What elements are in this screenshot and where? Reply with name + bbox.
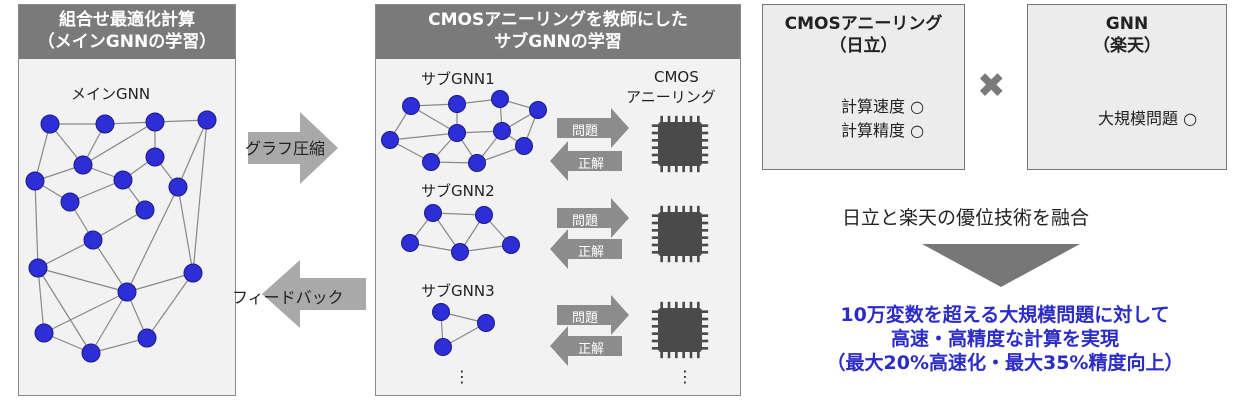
rakuten-box-title-line1: GNN bbox=[1105, 14, 1149, 34]
sub-gnn1-nodes bbox=[381, 90, 547, 172]
sub-gnn2-label: サブGNN2 bbox=[421, 182, 495, 200]
rakuten-box-title: GNN （楽天） bbox=[1028, 13, 1226, 57]
cmos-chip-icon-1 bbox=[651, 115, 709, 173]
sub-gnn-panel-title-line1: CMOSアニーリングを教師にした bbox=[428, 10, 688, 30]
main-gnn-nodes bbox=[25, 110, 217, 363]
result-line3: （最大20%高速化・最大35%精度向上） bbox=[826, 352, 1184, 374]
sub-gnn1-label: サブGNN1 bbox=[421, 70, 495, 88]
rakuten-box: GNN （楽天） 大規模問題 ○ bbox=[1027, 4, 1227, 170]
ellipsis-right: ⋮ bbox=[677, 367, 693, 386]
rakuten-box-title-line2: （楽天） bbox=[1093, 36, 1161, 56]
sub-gnn2-nodes bbox=[401, 204, 520, 261]
answer-arrow-3 bbox=[550, 326, 622, 366]
main-gnn-panel-title-line1: 組合せ最適化計算 bbox=[59, 10, 195, 30]
main-gnn-label: メインGNN bbox=[71, 85, 151, 103]
answer-label-3: 正解 bbox=[578, 342, 605, 357]
main-gnn-panel-header: 組合せ最適化計算 （メインGNNの学習） bbox=[19, 5, 235, 59]
answer-label-2: 正解 bbox=[578, 245, 605, 260]
hitachi-feature-speed: 計算速度 ○ bbox=[841, 97, 925, 116]
rakuten-feature-scale: 大規模問題 ○ bbox=[1098, 109, 1198, 128]
main-gnn-panel-title-line2: （メインGNNの学習） bbox=[37, 32, 217, 52]
problem-label-2: 問題 bbox=[572, 214, 599, 229]
hitachi-box: CMOSアニーリング （日立） 計算速度 ○ 計算精度 ○ bbox=[762, 4, 965, 170]
result-text: 10万変数を超える大規模問題に対して 高速・高精度な計算を実現 （最大20%高速… bbox=[770, 303, 1240, 375]
problem-label-1: 問題 bbox=[572, 124, 599, 139]
hitachi-box-title-line2: （日立） bbox=[829, 36, 898, 56]
cmos-label-line2: アニーリング bbox=[626, 88, 716, 106]
sub-gnn3-label: サブGNN3 bbox=[421, 282, 495, 300]
compress-label: グラフ圧縮 bbox=[245, 139, 326, 158]
cmos-chip-icon-2 bbox=[651, 205, 709, 263]
problem-answer-arrows bbox=[550, 108, 629, 366]
result-line1: 10万変数を超える大規模問題に対して bbox=[840, 304, 1170, 326]
cmos-chip-icon-3 bbox=[651, 301, 709, 359]
problem-arrow-3 bbox=[557, 295, 629, 335]
hitachi-feature-accuracy: 計算精度 ○ bbox=[841, 121, 925, 140]
answer-arrow-1 bbox=[550, 141, 622, 181]
sub-gnn-panel-header: CMOSアニーリングを教師にした サブGNNの学習 bbox=[376, 5, 740, 59]
problem-label-3: 問題 bbox=[572, 311, 599, 326]
problem-arrow-2 bbox=[557, 198, 629, 238]
hitachi-box-title-line1: CMOSアニーリング bbox=[784, 14, 943, 34]
problem-arrow-1 bbox=[557, 108, 629, 148]
feedback-arrow bbox=[262, 260, 366, 328]
cmos-label-line1: CMOS bbox=[654, 68, 699, 86]
sub-gnn-panel-title-line2: サブGNNの学習 bbox=[494, 32, 622, 52]
sub-gnn3-nodes bbox=[432, 303, 495, 356]
sub-gnn-panel: CMOSアニーリングを教師にした サブGNNの学習 bbox=[375, 4, 741, 396]
times-icon: ✖ bbox=[977, 66, 1006, 106]
ellipsis-left: ⋮ bbox=[454, 367, 470, 386]
fusion-text: 日立と楽天の優位技術を融合 bbox=[842, 207, 1090, 229]
answer-label-1: 正解 bbox=[578, 157, 605, 172]
result-down-arrow bbox=[922, 244, 1080, 287]
hitachi-box-title: CMOSアニーリング （日立） bbox=[763, 13, 964, 57]
main-gnn-graph bbox=[34, 119, 208, 354]
answer-arrow-2 bbox=[550, 229, 622, 269]
feedback-label: フィードバック bbox=[232, 288, 344, 307]
result-line2: 高速・高精度な計算を実現 bbox=[890, 328, 1119, 350]
compress-arrow bbox=[248, 112, 338, 184]
